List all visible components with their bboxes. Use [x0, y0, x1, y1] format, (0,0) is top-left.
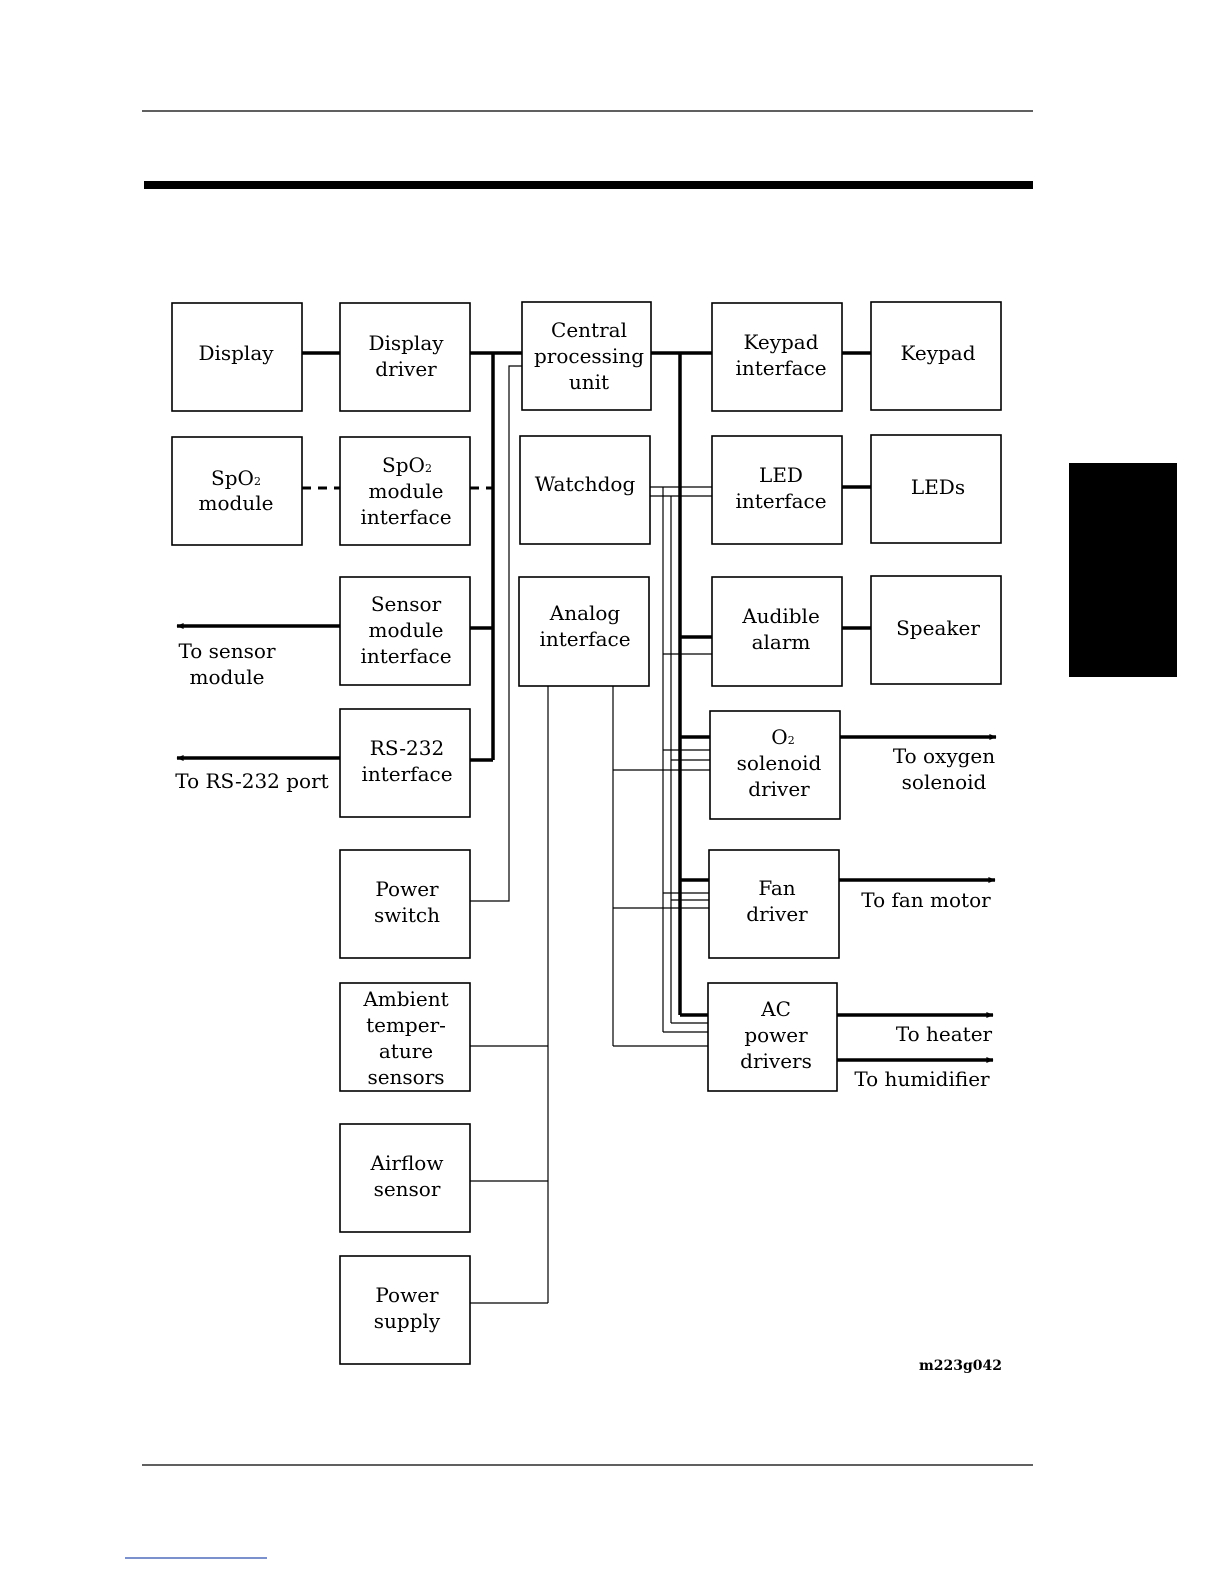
block-airflow-sensor: Airflow sensor: [339, 1123, 471, 1233]
block-label: Speaker: [896, 616, 980, 640]
block-label: driver: [746, 902, 808, 926]
block-spo2-interface: SpO2 module interface: [339, 436, 471, 546]
block-label: Power: [375, 1283, 439, 1307]
block-label: SpO2: [211, 466, 261, 490]
block-label: temper-: [366, 1013, 446, 1037]
block-label: RS-232: [370, 736, 444, 760]
block-power-supply: Power supply: [339, 1255, 471, 1365]
block-label: Airflow: [370, 1151, 444, 1175]
line-power-switch: [470, 365, 522, 902]
side-tab: [1069, 463, 1177, 677]
block-led-interface: LED interface: [711, 435, 843, 545]
block-label: switch: [374, 903, 440, 927]
block-label: module: [369, 618, 444, 642]
block-label: drivers: [740, 1049, 812, 1073]
output-label-humidifier: To humidifier: [854, 1067, 990, 1091]
output-label-oxygen: solenoid: [902, 770, 987, 794]
block-label: SpO2: [382, 453, 432, 477]
block-cpu: Central processing unit: [521, 301, 652, 411]
block-speaker: Speaker: [870, 575, 1002, 685]
block-label: interface: [360, 644, 451, 668]
block-label: interface: [735, 356, 826, 380]
block-label: Keypad: [743, 330, 818, 354]
block-rs232-interface: RS-232 interface: [339, 708, 471, 818]
block-label: interface: [539, 627, 630, 651]
block-label: driver: [748, 777, 810, 801]
block-label: alarm: [752, 630, 811, 654]
block-label: module: [369, 479, 444, 503]
block-label: Audible: [741, 604, 820, 628]
block-o2-driver: O2 solenoid driver: [709, 710, 841, 820]
output-label-sensor: module: [190, 665, 265, 689]
block-label: Ambient: [362, 987, 448, 1011]
block-fan-driver: Fan driver: [708, 849, 840, 959]
block-sensor-interface: Sensor module interface: [339, 576, 471, 686]
block-label: power: [744, 1023, 808, 1047]
block-label: Watchdog: [535, 472, 636, 496]
block-display: Display: [171, 302, 303, 412]
block-keypad: Keypad: [870, 301, 1002, 411]
block-label: Analog: [549, 601, 621, 625]
output-label-sensor: To sensor: [178, 639, 275, 663]
block-label: AC: [760, 997, 791, 1021]
block-label: module: [199, 491, 274, 515]
block-label: Fan: [758, 876, 795, 900]
block-label: unit: [569, 370, 609, 394]
output-label-heater: To heater: [896, 1022, 993, 1046]
block-audible-alarm: Audible alarm: [711, 576, 843, 687]
block-label: interface: [360, 505, 451, 529]
block-label: processing: [534, 344, 644, 368]
block-label: Power: [375, 877, 439, 901]
block-display-driver: Display driver: [339, 302, 471, 412]
block-label: LED: [759, 463, 803, 487]
block-label: sensors: [367, 1065, 444, 1089]
block-label: ature: [379, 1039, 433, 1063]
block-label: Keypad: [900, 341, 975, 365]
block-label: Sensor: [371, 592, 442, 616]
block-analog-interface: Analog interface: [518, 576, 650, 687]
block-label: solenoid: [737, 751, 822, 775]
block-power-switch: Power switch: [339, 849, 471, 959]
block-ac-drivers: AC power drivers: [707, 982, 838, 1092]
block-leds: LEDs: [870, 434, 1002, 544]
output-label-rs232: To RS-232 port: [175, 769, 328, 793]
block-label: Display: [368, 331, 444, 355]
output-label-oxygen: To oxygen: [893, 744, 995, 768]
block-spo2-module: SpO2 module: [171, 436, 303, 546]
block-watchdog: Watchdog: [519, 435, 651, 545]
block-label: LEDs: [911, 475, 965, 499]
output-label-fan: To fan motor: [861, 888, 991, 912]
block-label: supply: [374, 1309, 441, 1333]
figure-id: m223g042: [919, 1358, 1002, 1374]
block-label: O2: [771, 725, 794, 749]
block-label: driver: [375, 357, 437, 381]
block-label: Display: [198, 341, 274, 365]
block-label: interface: [735, 489, 826, 513]
block-label: Central: [551, 318, 627, 342]
block-label: interface: [361, 762, 452, 786]
block-label: sensor: [374, 1177, 441, 1201]
block-ambient-sensors: Ambient temper- ature sensors: [339, 982, 471, 1092]
block-keypad-interface: Keypad interface: [711, 302, 843, 412]
header-bar: [144, 181, 1033, 189]
